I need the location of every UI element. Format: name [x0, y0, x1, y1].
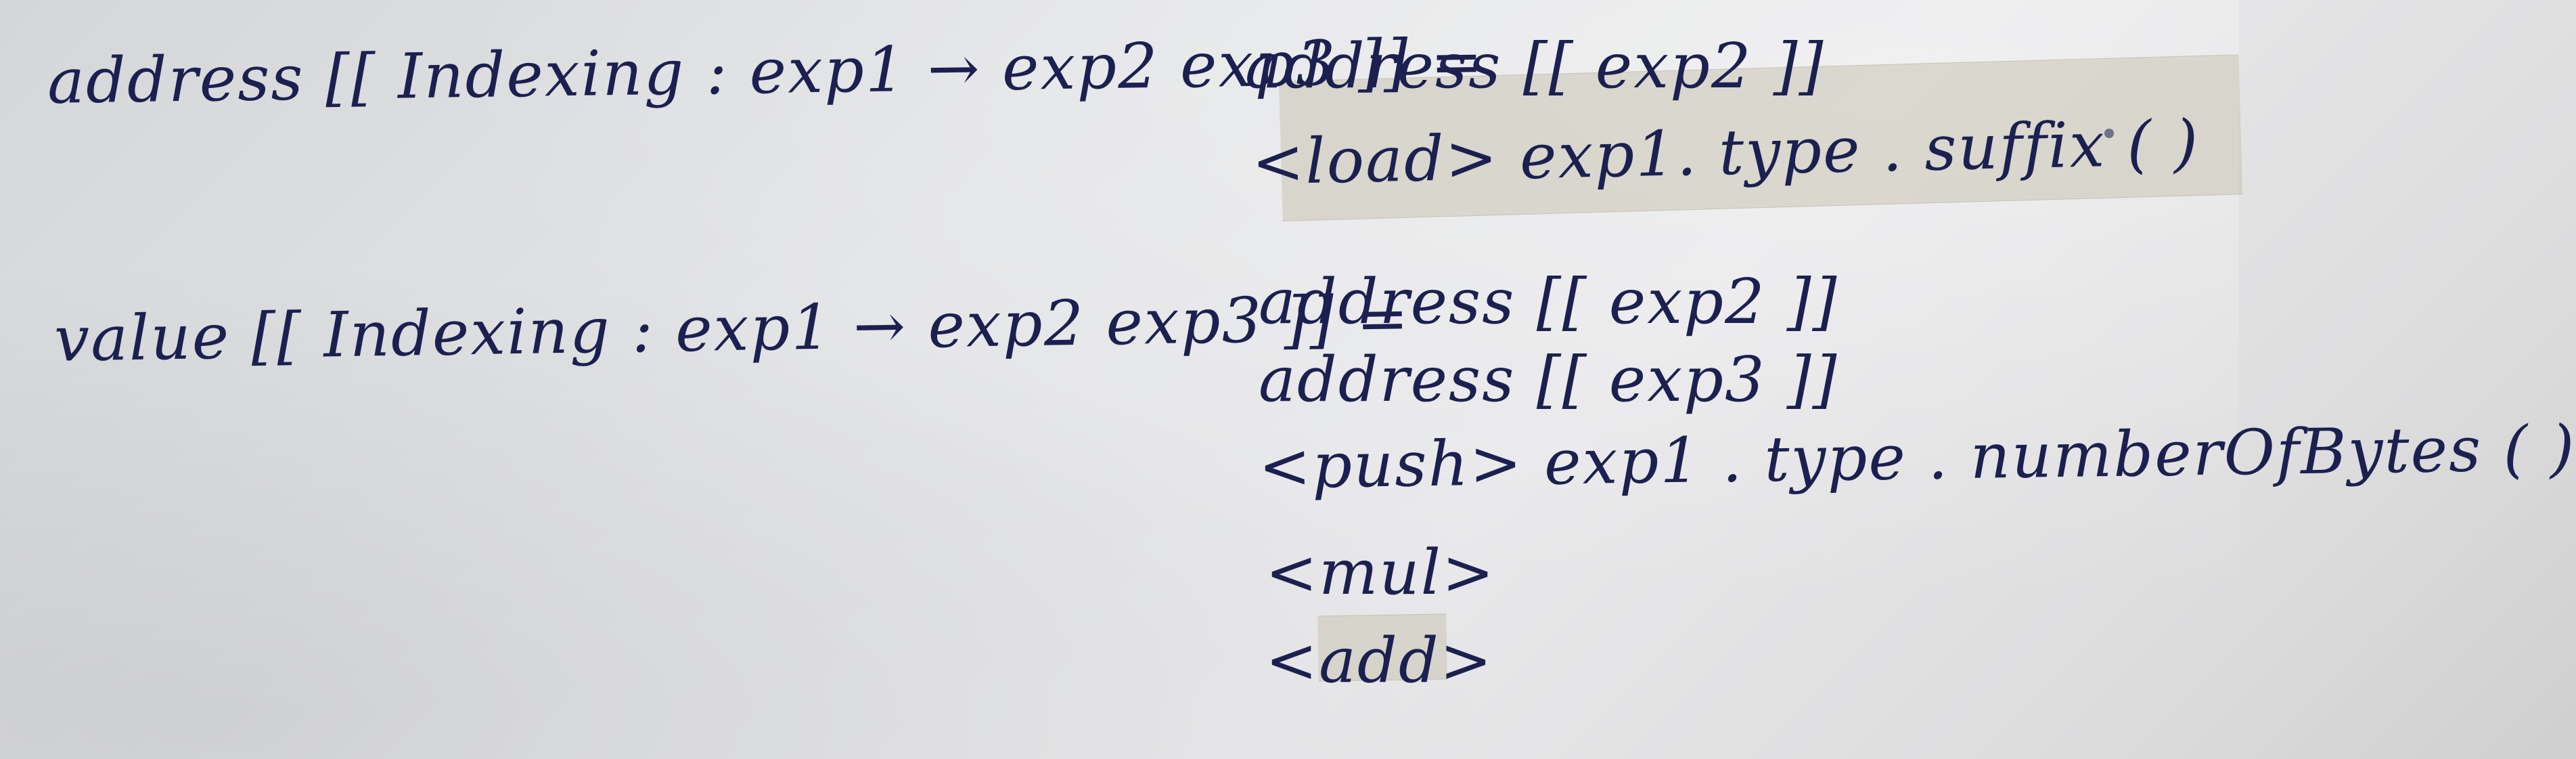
value-rule-rhs-line-5: <add>	[1265, 624, 1493, 697]
ink-mark	[2104, 129, 2114, 138]
value-rule-rhs-line-4: <mul>	[1265, 536, 1496, 609]
value-rule-rhs-line-3: <push> exp1 . type . numberOfBytes ( )	[1258, 412, 2576, 503]
value-rule-rhs-line-1: address [[ exp2 ]]	[1259, 265, 1838, 338]
value-rule-lhs: value [[ Indexing : exp1 → exp2 exp3 ]] …	[53, 282, 1411, 376]
address-rule-rhs-line-1: address [[ exp2 ]]	[1245, 30, 1825, 102]
address-rule-rhs-line-2: <load> exp1. type . suffix ( )	[1251, 106, 2200, 199]
value-rule-rhs-line-2: address [[ exp3 ]]	[1259, 343, 1838, 416]
